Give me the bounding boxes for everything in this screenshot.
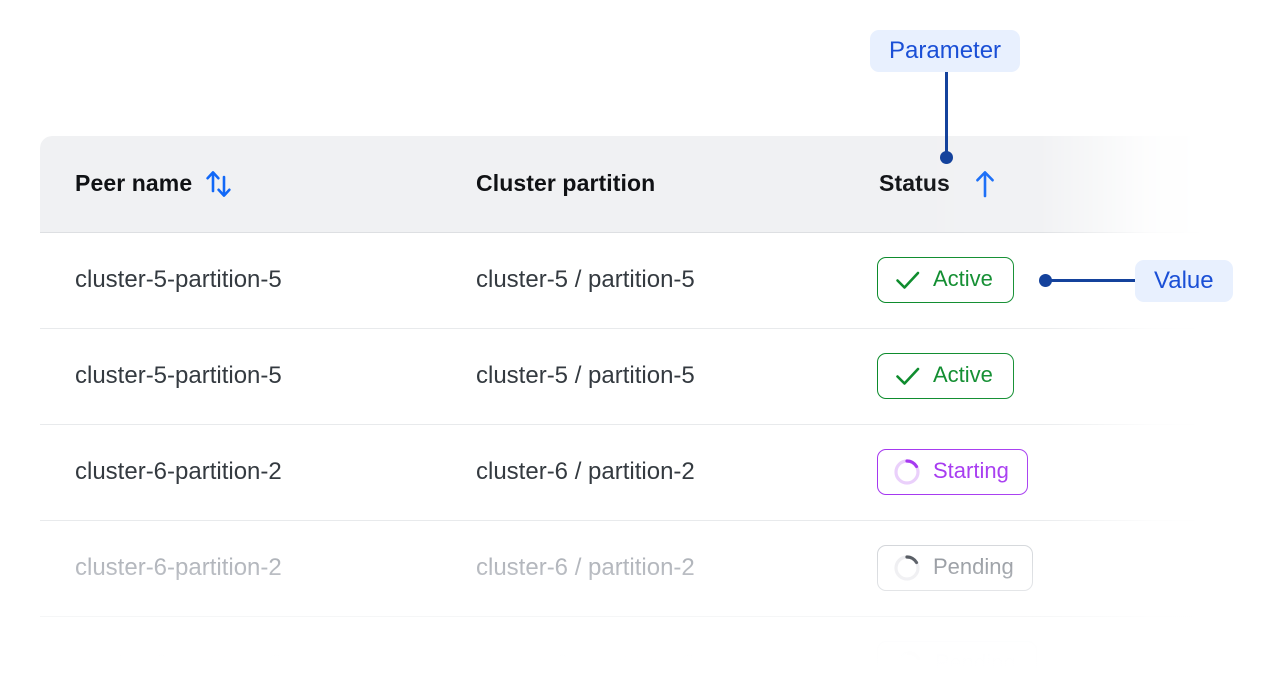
status-badge-label: Active [933,362,993,387]
callout-parameter: Parameter [870,30,1021,72]
sort-updown-icon[interactable] [204,168,234,200]
check-icon [895,365,921,387]
cell-cluster-partition: cluster-6 / partition-2 [440,520,840,617]
value-connector-dot [1039,274,1052,287]
status-badge-active: Active [877,257,1014,303]
cell-status: Pending [840,616,1230,688]
status-badge-label: Starting [933,458,1009,483]
column-header-peer-name-label: Peer name [75,170,193,197]
column-header-cluster-partition-label: Cluster partition [476,170,656,197]
column-header-status-label: Status [879,170,950,197]
column-header-status[interactable]: Status [840,136,1230,233]
status-badge-starting: Starting [877,449,1028,495]
cell-status: Active [840,328,1230,425]
cell-cluster-partition: cluster-6 / partition-2 [440,424,840,521]
cell-status: Pending [840,520,1230,617]
cell-cluster-partition: cluster-6 / partition-2 [440,616,840,688]
check-icon [895,269,921,291]
status-badge-label: Active [933,266,993,291]
status-badge-label: Pending [935,650,1016,675]
status-badge-pending: Pending [877,545,1033,591]
table-header: Peer name Cluster partit [40,136,1230,233]
spinner-icon [893,458,921,486]
parameter-connector-line [945,70,948,158]
cell-status: Starting [840,424,1230,521]
cell-peer-name: cluster-6-partition-2 [40,616,440,688]
spinner-icon [895,650,923,678]
column-header-peer-name[interactable]: Peer name [40,136,440,233]
spinner-icon [893,554,921,582]
table-body: cluster-5-partition-5 cluster-5 / partit… [40,232,1230,688]
cell-peer-name: cluster-6-partition-2 [40,424,440,521]
sort-up-icon[interactable] [972,169,998,199]
table-row[interactable]: cluster-6-partition-2 cluster-6 / partit… [40,520,1230,617]
status-badge-active: Active [877,353,1014,399]
cell-peer-name: cluster-6-partition-2 [40,520,440,617]
status-badge-pending: Pending [877,641,1037,687]
cell-peer-name: cluster-5-partition-5 [40,328,440,425]
value-connector-line [1044,278,1138,282]
peers-table: Peer name Cluster partit [40,136,1230,688]
cell-cluster-partition: cluster-5 / partition-5 [440,232,840,329]
cell-cluster-partition: cluster-5 / partition-5 [440,328,840,425]
column-header-cluster-partition[interactable]: Cluster partition [440,136,840,233]
cell-peer-name: cluster-5-partition-5 [40,232,440,329]
status-badge-label: Pending [933,554,1014,579]
table-header-row: Peer name Cluster partit [40,136,1230,233]
table-row[interactable]: cluster-6-partition-2 cluster-6 / partit… [40,424,1230,521]
callout-value: Value [1135,260,1233,302]
parameter-connector-dot [940,151,953,164]
table-row[interactable]: cluster-5-partition-5 cluster-5 / partit… [40,328,1230,425]
peers-table-card: Peer name Cluster partit [40,136,1230,688]
table-row[interactable]: cluster-6-partition-2 cluster-6 / partit… [40,616,1230,688]
